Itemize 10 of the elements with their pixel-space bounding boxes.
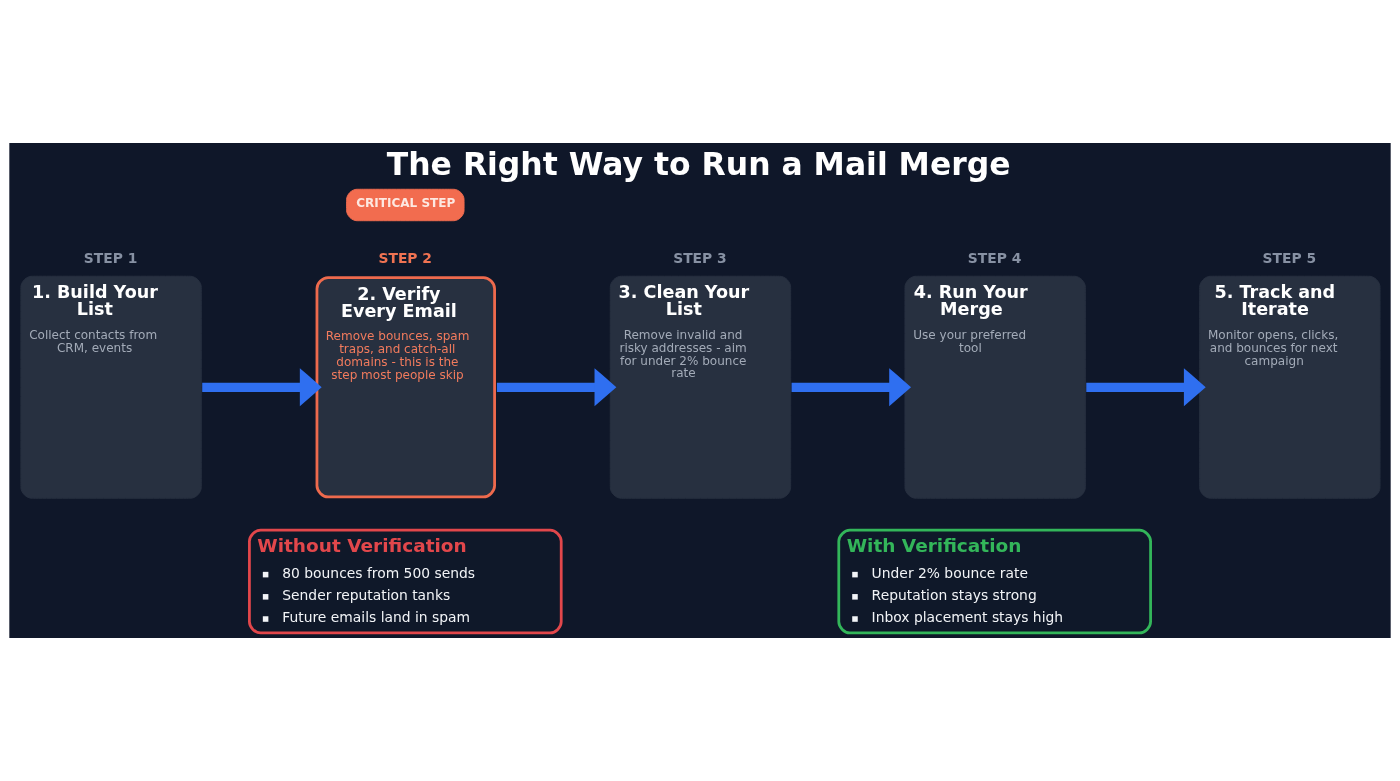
arrow <box>1086 368 1206 407</box>
node-label: STEP 3 <box>673 250 727 267</box>
arrow <box>496 368 617 407</box>
arrow <box>202 368 322 407</box>
node-label: STEP 5 <box>1262 250 1317 267</box>
diagram-title: The Right Way to Run a Mail Merge <box>386 145 1011 182</box>
node-label: STEP 2 <box>378 250 433 267</box>
node-label: STEP 4 <box>967 250 1022 267</box>
arrow <box>791 368 912 407</box>
node-label: STEP 1 <box>83 250 138 267</box>
